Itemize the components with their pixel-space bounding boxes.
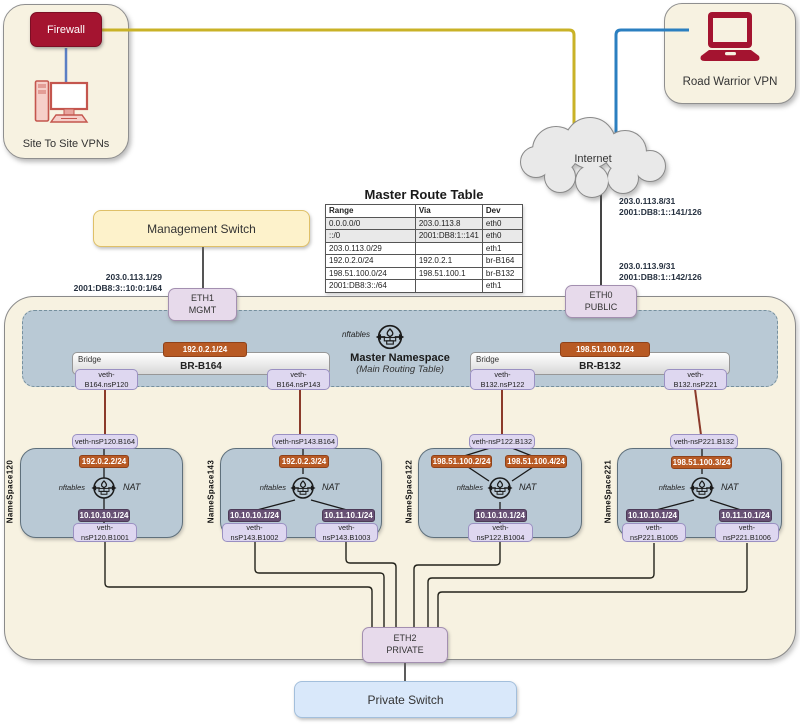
bridge-namespace-links: [104, 388, 702, 436]
namespace-internal-links: [103, 447, 742, 524]
firewall-internet-link: [102, 28, 576, 135]
internet-cloud: [520, 117, 666, 198]
bridge-veth-links: [106, 356, 694, 371]
roadwarrior-internet-link: [614, 28, 689, 140]
private-links: [104, 542, 748, 628]
